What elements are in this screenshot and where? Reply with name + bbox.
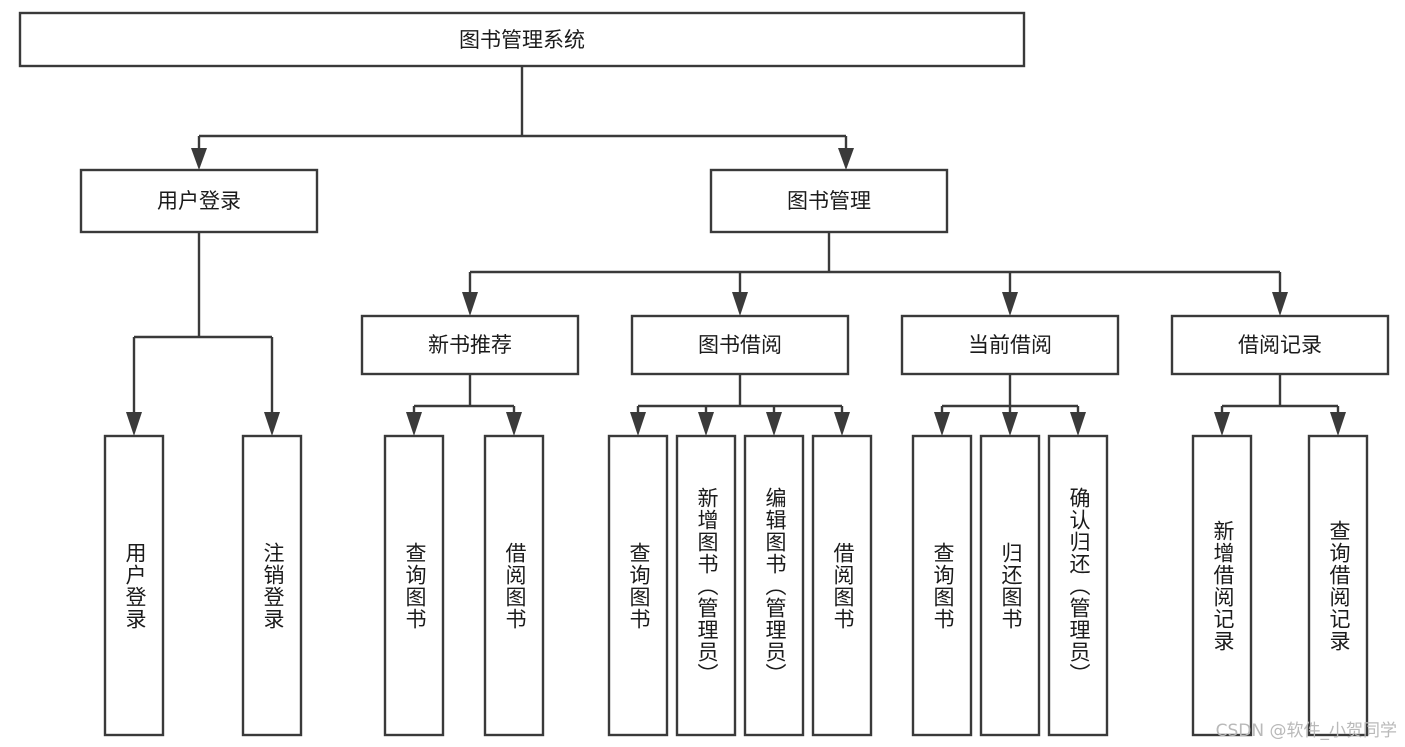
node-book-manage[interactable]: 图书管理 — [709, 168, 949, 234]
connector-book-manage-branch — [468, 232, 1282, 300]
node-leaf-cb-confirm-box[interactable] — [1047, 434, 1109, 737]
node-leaf-rec-borrow-label: 借阅图书 — [503, 542, 527, 630]
arrowhead-book-manage — [838, 148, 854, 170]
node-user-login[interactable]: 用户登录 — [79, 168, 319, 234]
arrowhead-leaf-br-query — [1330, 412, 1346, 436]
node-leaf-cb-return-box[interactable] — [979, 434, 1041, 737]
node-current-borrow-box[interactable] — [900, 314, 1120, 376]
node-leaf-bb-query-label: 查询图书 — [627, 542, 651, 630]
arrowhead-leaf-bb-borrow — [834, 412, 850, 436]
arrowhead-user-login — [191, 148, 207, 170]
node-book-borrow[interactable]: 图书借阅 — [630, 314, 850, 376]
arrowhead-borrow-record — [1272, 292, 1288, 316]
connector-root-trunk — [197, 66, 848, 156]
arrowhead-leaf-cb-query — [934, 412, 950, 436]
node-leaf-cb-confirm-label: 确认归还（管理员） — [1067, 487, 1091, 685]
node-user-login-label: 用户登录 — [157, 189, 241, 213]
leaf-nodes — [103, 434, 1369, 737]
node-leaf-bb-add-label: 新增图书（管理员） — [695, 487, 719, 685]
arrowhead-leaf-rec-query — [406, 412, 422, 436]
connector-borrow-record-branch — [1220, 374, 1340, 420]
node-borrow-record-label: 借阅记录 — [1238, 333, 1322, 357]
node-leaf-logout-label: 注销登录 — [261, 542, 285, 630]
node-new-book-rec-box[interactable] — [360, 314, 580, 376]
node-new-book-rec-label: 新书推荐 — [428, 333, 512, 357]
node-leaf-br-query-label: 查询借阅记录 — [1327, 520, 1351, 652]
arrowhead-leaf-bb-edit — [766, 412, 782, 436]
node-leaf-bb-edit-box[interactable] — [743, 434, 805, 737]
node-leaf-cb-query-box[interactable] — [911, 434, 973, 737]
node-borrow-record[interactable]: 借阅记录 — [1170, 314, 1390, 376]
arrowhead-book-borrow — [732, 292, 748, 316]
arrowhead-leaf-bb-add — [698, 412, 714, 436]
connector-user-login-branch — [132, 232, 274, 420]
node-leaf-rec-borrow-box[interactable] — [483, 434, 545, 737]
node-leaf-bb-borrow-label: 借阅图书 — [831, 542, 855, 630]
node-root-label: 图书管理系统 — [459, 28, 585, 52]
node-root-box[interactable] — [18, 11, 1026, 68]
node-book-manage-label: 图书管理 — [787, 189, 871, 213]
node-borrow-record-box[interactable] — [1170, 314, 1390, 376]
node-root[interactable]: 图书管理系统 — [18, 11, 1026, 68]
node-user-login-box[interactable] — [79, 168, 319, 234]
node-book-borrow-label: 图书借阅 — [698, 333, 782, 357]
node-current-borrow[interactable]: 当前借阅 — [900, 314, 1120, 376]
connector-new-book-rec-branch — [412, 374, 516, 420]
node-new-book-rec[interactable]: 新书推荐 — [360, 314, 580, 376]
node-leaf-bb-edit-label: 编辑图书（管理员） — [763, 487, 787, 685]
node-leaf-bb-query-box[interactable] — [607, 434, 669, 737]
node-leaf-user-login-box[interactable] — [103, 434, 165, 737]
node-leaf-rec-query-label: 查询图书 — [403, 542, 427, 630]
arrowhead-leaf-logout — [264, 412, 280, 436]
arrowhead-leaf-cb-confirm — [1070, 412, 1086, 436]
arrowhead-leaf-user-login — [126, 412, 142, 436]
connector-book-borrow-branch — [636, 374, 844, 420]
node-leaf-bb-add-box[interactable] — [675, 434, 737, 737]
node-current-borrow-label: 当前借阅 — [968, 333, 1052, 357]
arrowhead-leaf-bb-query — [630, 412, 646, 436]
node-leaf-logout-box[interactable] — [241, 434, 303, 737]
node-leaf-br-query-box[interactable] — [1307, 434, 1369, 737]
node-leaf-br-add-box[interactable] — [1191, 434, 1253, 737]
arrowhead-leaf-br-add — [1214, 412, 1230, 436]
node-leaf-rec-query-box[interactable] — [383, 434, 445, 737]
node-leaf-bb-borrow-box[interactable] — [811, 434, 873, 737]
arrowhead-leaf-rec-borrow — [506, 412, 522, 436]
arrowhead-leaf-cb-return — [1002, 412, 1018, 436]
arrowhead-new-book-rec — [462, 292, 478, 316]
connector-layer — [126, 66, 1346, 436]
node-leaf-br-add-label: 新增借阅记录 — [1211, 520, 1235, 652]
leaf-labels: 用户登录 注销登录 查询图书 借阅图书 查询图书 新增图书（管理员） 编辑图书（… — [123, 487, 1351, 685]
arrowhead-current-borrow — [1002, 292, 1018, 316]
node-book-borrow-box[interactable] — [630, 314, 850, 376]
node-book-manage-box[interactable] — [709, 168, 949, 234]
node-leaf-cb-return-label: 归还图书 — [999, 542, 1023, 630]
node-leaf-user-login-label: 用户登录 — [123, 542, 147, 630]
node-leaf-cb-query-label: 查询图书 — [931, 542, 955, 630]
